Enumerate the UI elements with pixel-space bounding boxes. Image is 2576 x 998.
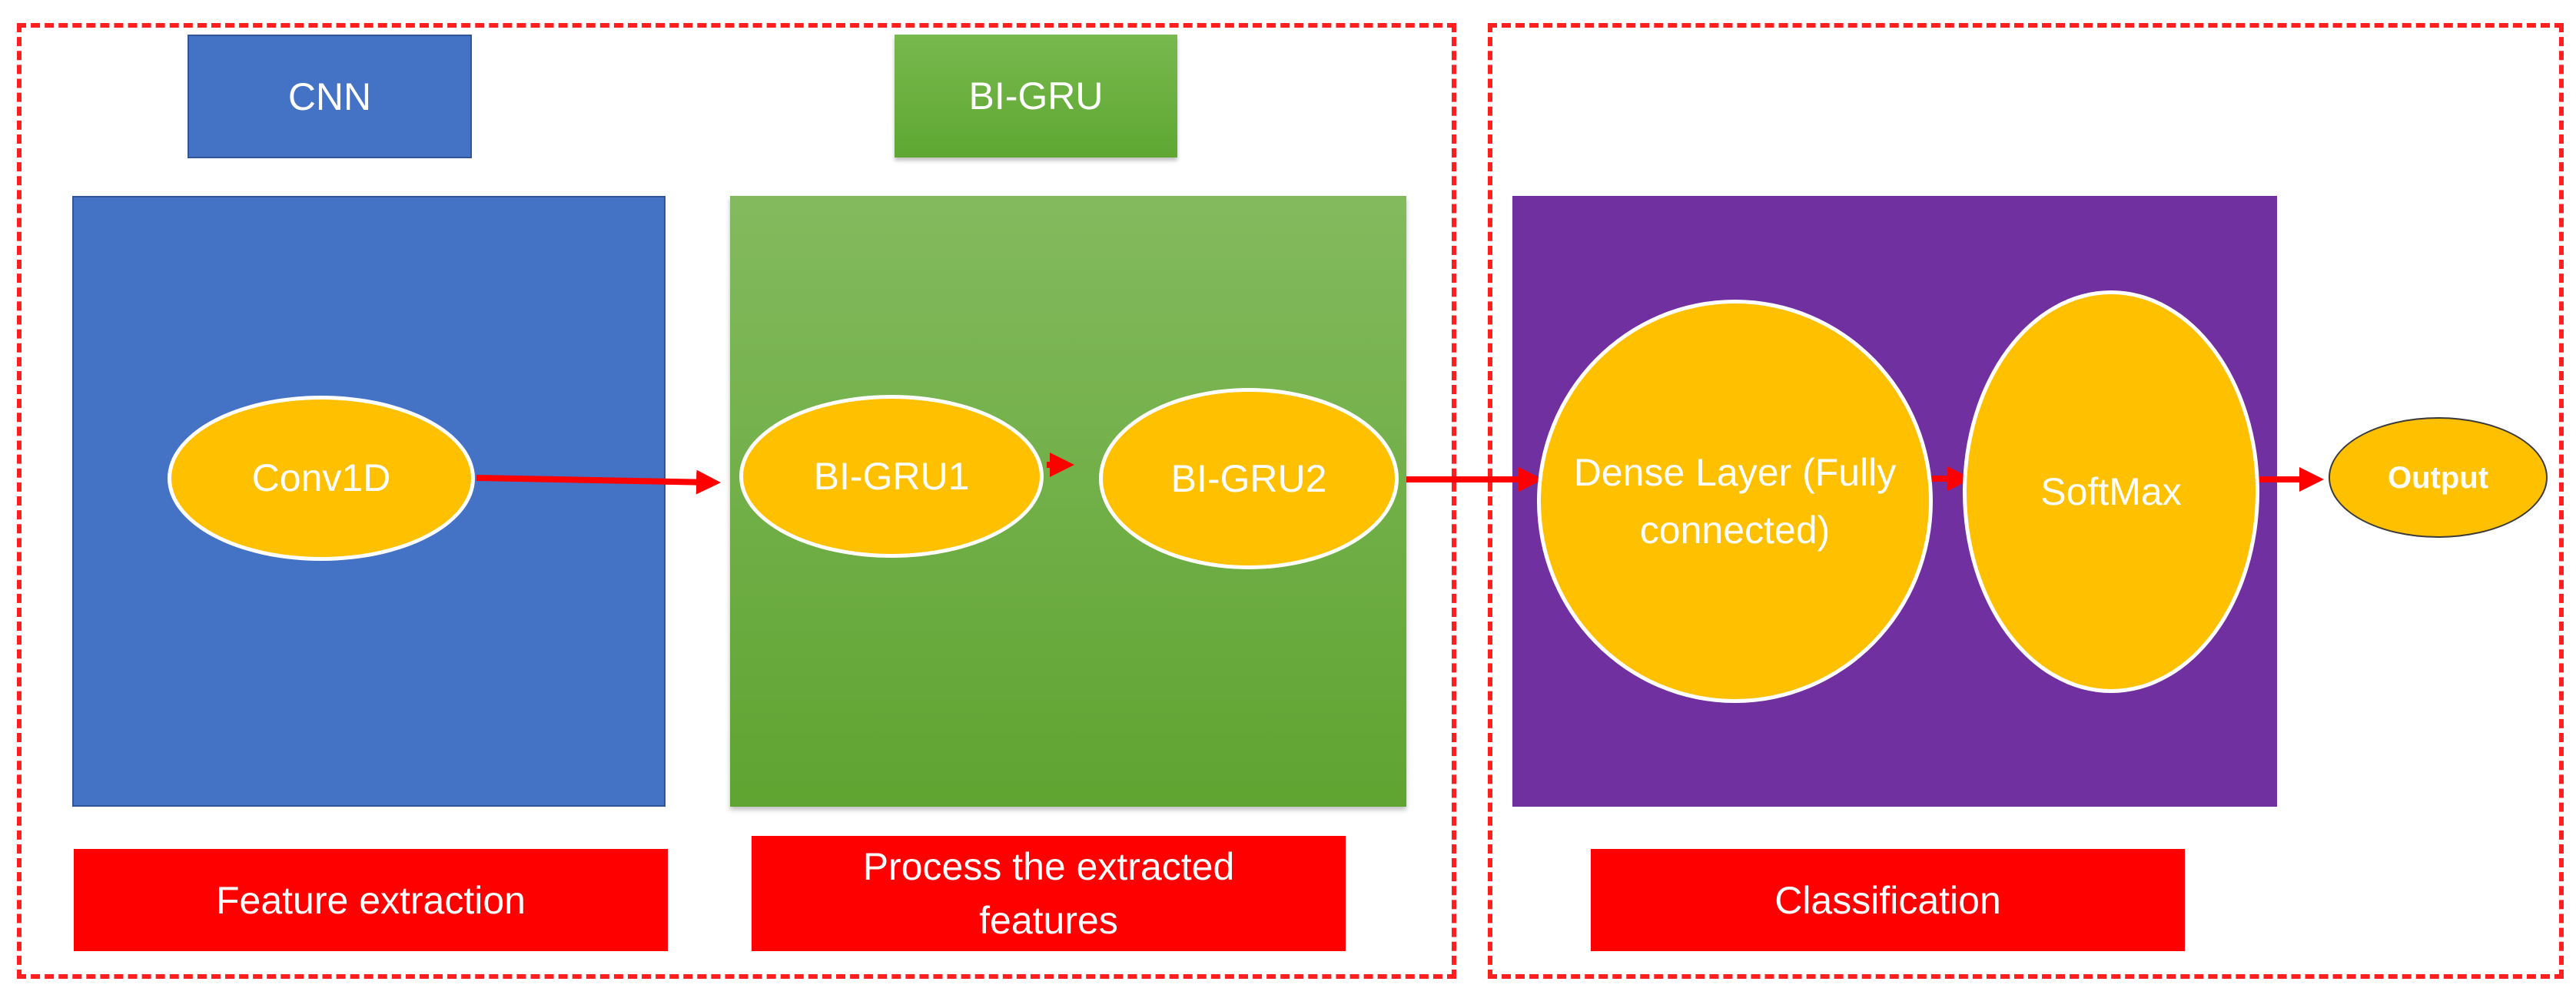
softmax-node: SoftMax (1963, 290, 2259, 693)
bigru1-node: BI-GRU1 (739, 395, 1044, 558)
cnn-callout-label: CNN (287, 75, 372, 118)
feature-extraction-label: Feature extraction (74, 849, 668, 951)
bigru-callout: BI-GRU (895, 35, 1177, 157)
cnn-callout: CNN (188, 35, 472, 158)
output-node: Output (2329, 417, 2548, 538)
bigru1-node-label: BI-GRU1 (813, 454, 970, 498)
dense-layer-node-label: Dense Layer (Fully connected) (1573, 450, 1897, 552)
classification-group-frame (1488, 23, 2564, 979)
feature-group-frame (17, 23, 1456, 979)
arrow-conv1d-to-bigru1 (476, 469, 721, 495)
bigru2-node-label: BI-GRU2 (1170, 456, 1327, 500)
conv1d-node: Conv1D (168, 396, 475, 561)
bigru-callout-label: BI-GRU (968, 75, 1104, 118)
conv1d-node-label: Conv1D (251, 456, 391, 499)
classification-label: Classification (1591, 849, 2185, 951)
output-node-label: Output (2387, 460, 2489, 495)
process-features-label: Process the extracted features (752, 836, 1346, 951)
dense-layer-node: Dense Layer (Fully connected) (1537, 300, 1933, 703)
softmax-node-label: SoftMax (2040, 469, 2182, 513)
bigru2-node: BI-GRU2 (1099, 388, 1399, 569)
